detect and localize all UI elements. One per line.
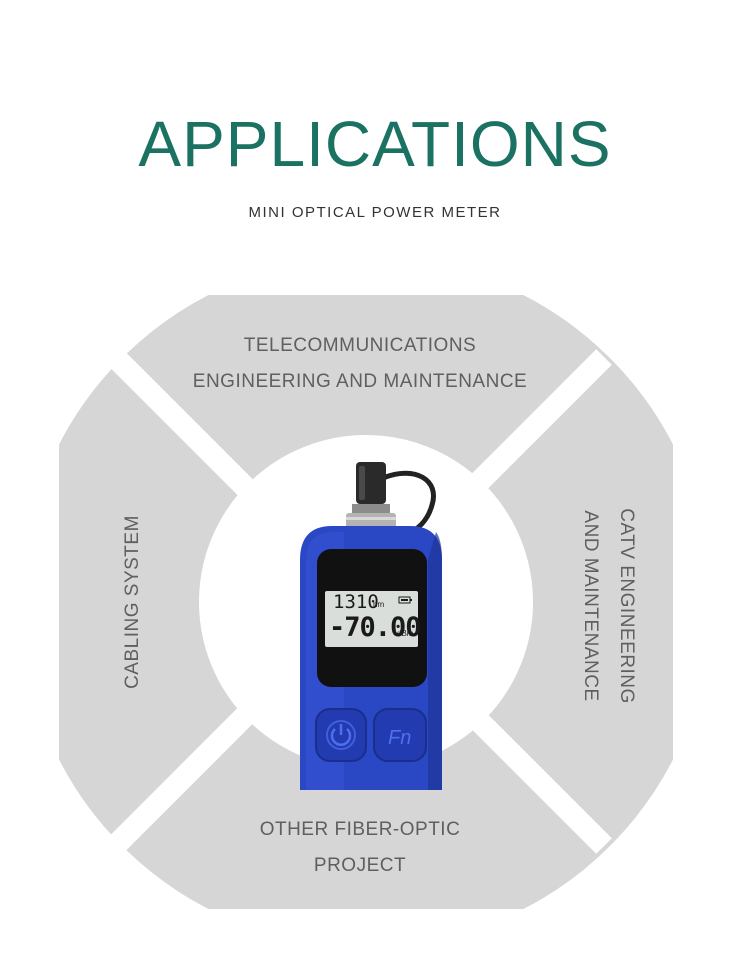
segment-top-line1: TELECOMMUNICATIONS [243,335,477,356]
fn-icon: Fn [388,727,411,749]
segment-other-fiber-optic[interactable]: OTHER FIBER-OPTIC PROJECT [200,812,520,884]
segment-bottom-line1: OTHER FIBER-OPTIC [259,819,461,840]
lcd-power-unit: dBm [397,629,414,638]
lcd-wavelength: 1310 [333,591,379,613]
lcd-display [325,591,418,647]
segment-bottom-line2: PROJECT [313,855,407,876]
segment-top-line2: ENGINEERING AND MAINTENANCE [192,371,528,392]
fn-button[interactable] [373,708,427,762]
page-subtitle: MINI OPTICAL POWER METER [248,204,502,221]
power-icon [326,720,356,750]
lcd-power-reading: -70.00 [329,612,422,643]
ring-segments [21,257,711,947]
fiber-connector [352,504,390,514]
page-title: APPLICATIONS [138,108,612,180]
lcd-wavelength-unit: nm [373,600,385,609]
segment-telecommunications[interactable]: TELECOMMUNICATIONS ENGINEERING AND MAINT… [160,328,560,400]
